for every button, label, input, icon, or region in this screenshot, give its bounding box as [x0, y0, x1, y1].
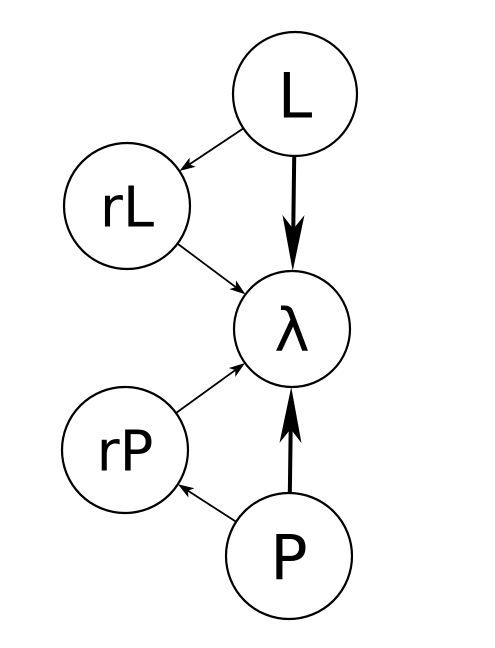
- arrowhead-icon: [279, 386, 302, 444]
- node-rP: rP: [60, 385, 190, 515]
- edge-line: [175, 369, 236, 414]
- edge-rP-to-lambda: [175, 363, 246, 414]
- node-rL: rL: [62, 141, 192, 271]
- node-circle: [224, 491, 354, 621]
- edge-line: [187, 489, 237, 523]
- edge-line: [287, 428, 293, 494]
- node-circle: [231, 30, 359, 158]
- node-lambda: λ: [232, 269, 352, 389]
- node-circle: [60, 385, 190, 515]
- arrowhead-icon: [179, 157, 196, 172]
- node-label: rL: [100, 176, 154, 241]
- edge-line: [291, 155, 297, 230]
- node-label: rP: [97, 420, 154, 485]
- edge-P-to-rP: [177, 484, 237, 523]
- node-circle: [232, 269, 352, 389]
- edge-L-to-rL: [179, 127, 244, 172]
- node-circle: [62, 141, 192, 271]
- edge-line: [188, 127, 244, 166]
- node-label: L: [278, 60, 313, 133]
- edge-P-to-lambda: [279, 386, 302, 494]
- edge-L-to-lambda: [282, 155, 305, 272]
- nodes-layer: LrL λ rP P: [60, 30, 359, 621]
- arrowhead-icon: [228, 363, 246, 377]
- edges-layer: [175, 127, 305, 523]
- edge-line: [176, 242, 237, 288]
- edge-rL-to-lambda: [176, 242, 246, 295]
- node-label: λ: [274, 296, 310, 366]
- node-P: P: [224, 491, 354, 621]
- node-L: L: [231, 30, 359, 158]
- arrowhead-icon: [229, 280, 246, 295]
- arrowhead-icon: [282, 214, 305, 272]
- node-label: P: [270, 522, 307, 595]
- arrowhead-icon: [177, 484, 195, 498]
